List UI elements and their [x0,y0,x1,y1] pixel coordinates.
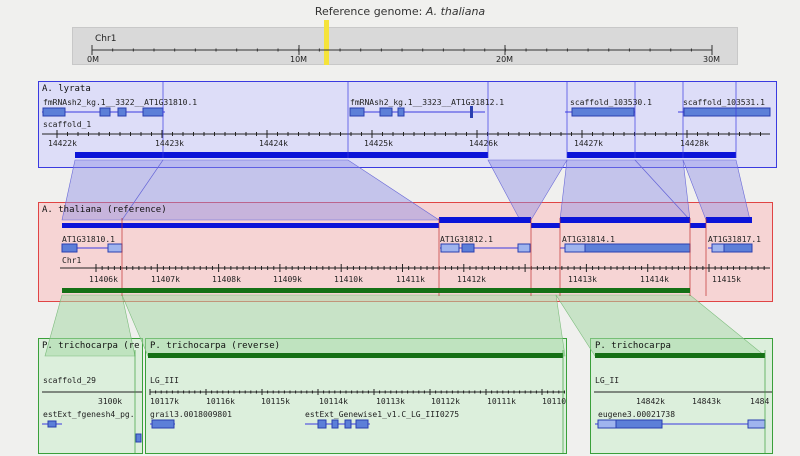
tricho-a-species-title: P. trichocarpa (reverse) [42,341,140,351]
tricho-c-tick-label: 14843k [692,397,721,406]
tricho-b-scaffold-label: LG_III [150,376,179,385]
lyrata-tick-label: 14427k [574,139,603,148]
thaliana-tick-label: 11407k [151,275,180,284]
thaliana-tick-label: 11411k [396,275,425,284]
overview-minor-ticks [91,48,692,52]
lyrata-gene-label[interactable]: fmRNAsh2_kg.1__3323__AT1G31812.1 [350,98,505,107]
tricho-b-tick-label: 10117k [150,397,179,406]
tricho-c-scaffold-label: LG_II [595,376,620,385]
title-prefix: Reference genome: [314,5,426,18]
thaliana-gene-models[interactable] [61,243,753,253]
lyrata-gene-label[interactable]: scaffold_103531.1 [683,98,765,107]
tricho-b-tick-label: 10111k [487,397,516,406]
thaliana-tricho-blocks [62,288,690,293]
thaliana-tick-label: 11410k [334,275,363,284]
lyrata-species-title: A. lyrata [42,84,91,94]
thaliana-gene-label[interactable]: AT1G31817.1 [708,235,761,244]
tricho-b-tick-label: 10113k [376,397,405,406]
tricho-a-tick-label: 3100k [98,397,123,406]
tricho-panel-a [38,338,143,454]
lyrata-tick-label: 14426k [469,139,498,148]
lyrata-gene-models[interactable] [42,106,771,118]
thaliana-gene-label[interactable]: AT1G31810.1 [62,235,115,244]
tricho-blocks [148,353,765,358]
lyrata-tick-label: 14428k [680,139,709,148]
tricho-b-gene-label[interactable]: estExt_Genewise1_v1.C_LG_III0275 [305,410,460,419]
thaliana-lyrata-blocks [62,217,752,228]
tricho-c-gene-label[interactable]: eugene3.00021738 [598,410,676,419]
title-species: A. thaliana [425,5,486,18]
lyrata-blocks [75,152,736,158]
thaliana-chromosome-label: Chr1 [62,256,82,265]
overview-tick-label: 30M [703,55,721,64]
overview-panel [72,27,738,65]
overview-tick-label: 10M [290,55,308,64]
tricho-a-scaffold-label: scaffold_29 [43,376,96,385]
lyrata-axis-ticks [56,130,761,138]
tricho-gene-models[interactable] [42,419,766,443]
lyrata-gene-label[interactable]: scaffold_103530.1 [570,98,652,107]
tricho-c-tick-label: 1484 [750,397,770,406]
lyrata-gene-label[interactable]: fmRNAsh2_kg.1__3322__AT1G31810.1 [43,98,198,107]
tricho-b-tick-label: 10112k [431,397,460,406]
thaliana-tick-label: 11412k [457,275,486,284]
thaliana-tick-label: 11414k [640,275,669,284]
thaliana-gene-label[interactable]: AT1G31812.1 [440,235,493,244]
tricho-c-species-title: P. trichocarpa [595,341,671,351]
thaliana-boundaries [121,218,707,296]
tricho-b-gene-label[interactable]: grail3.0018009801 [150,410,232,419]
thaliana-tick-label: 11413k [568,275,597,284]
overview-position-marker[interactable] [324,20,329,65]
tricho-axis-ticks [149,389,565,395]
reference-genome-title: Reference genome: A. thaliana [0,5,800,18]
tricho-synteny-links [44,294,766,357]
overview-tick-label: 0M [87,55,99,64]
tricho-b-tick-label: 10116k [206,397,235,406]
thaliana-gene-label[interactable]: AT1G31814.1 [562,235,615,244]
lyrata-tick-label: 14425k [364,139,393,148]
thaliana-tick-label: 11406k [89,275,118,284]
tricho-boundaries [134,350,766,454]
lyrata-boundaries [162,82,737,158]
tricho-b-tick-label: 10114k [319,397,348,406]
tricho-b-tick-label: 10110 [542,397,566,406]
lyrata-tick-label: 14422k [48,139,77,148]
tricho-b-tick-label: 10115k [261,397,290,406]
tricho-b-species-title: P. trichocarpa (reverse) [150,341,281,351]
thaliana-tick-label: 11408k [212,275,241,284]
overview-tick-label: 20M [496,55,514,64]
overview-chromosome-label: Chr1 [95,34,117,44]
lyrata-tick-label: 14424k [259,139,288,148]
thaliana-tick-label: 11409k [273,275,302,284]
tricho-c-tick-label: 14842k [636,397,665,406]
tricho-a-gene-label[interactable]: estExt_fgenesh4_pg. [43,410,135,419]
thaliana-tick-label: 11415k [712,275,741,284]
thaliana-species-title: A. thaliana (reference) [42,205,167,215]
lyrata-tick-label: 14423k [155,139,184,148]
lyrata-scaffold-label: scaffold_1 [43,120,92,129]
